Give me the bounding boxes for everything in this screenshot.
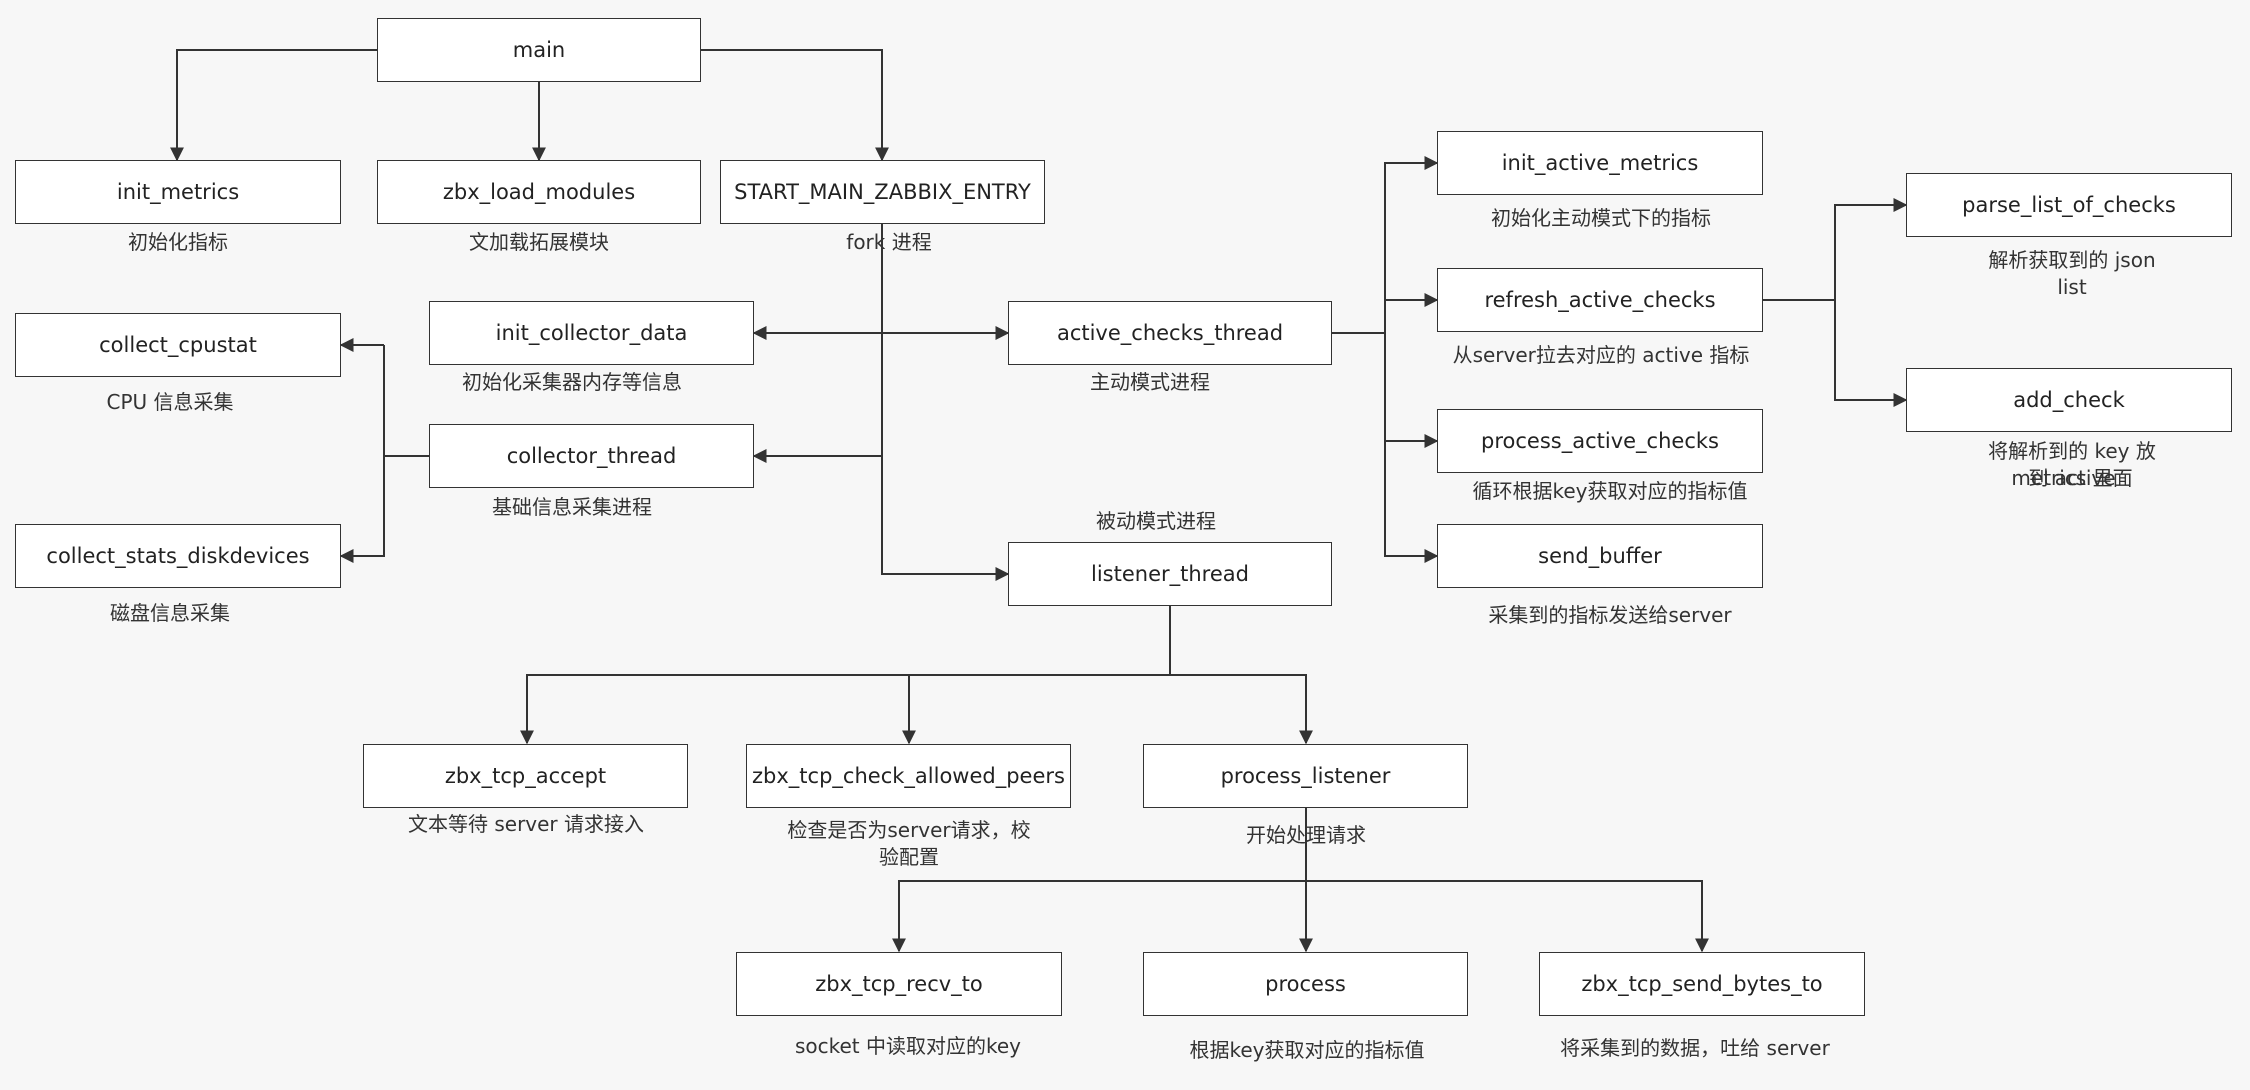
node-collect-stats-diskdevices: collect_stats_diskdevices <box>15 524 341 588</box>
edge-main-init-metrics <box>170 49 377 162</box>
caption-process-listener: 开始处理请求 <box>1246 823 1366 847</box>
edge-listener-process <box>1170 674 1313 745</box>
caption-start-main: fork 进程 <box>846 230 932 254</box>
node-refresh-active-checks: refresh_active_checks <box>1437 268 1763 332</box>
caption-zbx-tcp-recv-to: socket 中读取对应的key <box>794 1034 1022 1058</box>
node-init-metrics: init_metrics <box>15 160 341 224</box>
edge-collector-trunk <box>383 345 429 457</box>
node-process: process <box>1143 952 1468 1016</box>
node-parse-list-of-checks: parse_list_of_checks <box>1906 173 2232 237</box>
edge-active-trunk <box>1332 156 1439 334</box>
edge-fork-trunk <box>881 224 1010 581</box>
edge-plistener-recv <box>892 880 1306 953</box>
edge-plistener-send <box>1306 880 1709 953</box>
edge-main-start-main <box>701 49 889 162</box>
node-process-listener: process_listener <box>1143 744 1468 808</box>
caption-refresh-active-checks: 从server拉去对应的 active 指标 <box>1452 343 1750 367</box>
node-start-main-zabbix-entry: START_MAIN_ZABBIX_ENTRY <box>720 160 1045 224</box>
caption-add-check-line1: 将解析到的 key 放到 active <box>1988 439 2156 490</box>
caption-process: 根据key获取对应的指标值 <box>1189 1038 1425 1062</box>
caption-check-allowed-peers-line1: 检查是否为server请求，校 <box>787 818 1031 842</box>
caption-listener-thread: 被动模式进程 <box>1096 509 1216 533</box>
edge-refresh-trunk <box>1763 198 1908 301</box>
caption-collect-cpustat: CPU 信息采集 <box>106 390 234 414</box>
node-active-checks-thread: active_checks_thread <box>1008 301 1332 365</box>
caption-init-active-metrics: 初始化主动模式下的指标 <box>1491 206 1711 230</box>
node-init-collector-data: init_collector_data <box>429 301 754 365</box>
edge-listener-trunk <box>520 606 1171 745</box>
caption-zbx-load-modules: 文加载拓展模块 <box>469 230 609 254</box>
caption-add-check-line2: metrics 里面 <box>2011 466 2133 490</box>
node-zbx-tcp-recv-to: zbx_tcp_recv_to <box>736 952 1062 1016</box>
node-send-buffer: send_buffer <box>1437 524 1763 588</box>
node-process-active-checks: process_active_checks <box>1437 409 1763 473</box>
node-collect-cpustat: collect_cpustat <box>15 313 341 377</box>
caption-send-buffer: 采集到的指标发送给server <box>1488 603 1732 627</box>
node-init-active-metrics: init_active_metrics <box>1437 131 1763 195</box>
caption-collect-stats-diskdevices: 磁盘信息采集 <box>110 601 230 625</box>
edge-active-process <box>1384 333 1439 448</box>
edge-active-send <box>1384 441 1439 563</box>
caption-zbx-tcp-accept: 文本等待 server 请求接入 <box>407 812 645 836</box>
node-zbx-tcp-check-allowed-peers: zbx_tcp_check_allowed_peers <box>746 744 1071 808</box>
caption-process-active-checks: 循环根据key获取对应的指标值 <box>1472 479 1748 503</box>
node-zbx-tcp-accept: zbx_tcp_accept <box>363 744 688 808</box>
caption-parse-list-of-checks: 解析获取到的 json list <box>1988 248 2156 299</box>
node-zbx-tcp-send-bytes-to: zbx_tcp_send_bytes_to <box>1539 952 1865 1016</box>
caption-check-allowed-peers-line2: 验配置 <box>879 845 939 869</box>
node-main: main <box>377 18 701 82</box>
caption-collector-thread: 基础信息采集进程 <box>492 495 652 519</box>
edge-refresh-add <box>1834 300 1908 407</box>
edge-collector-disk <box>339 456 385 563</box>
caption-init-collector-data: 初始化采集器内存等信息 <box>462 370 682 394</box>
node-zbx-load-modules: zbx_load_modules <box>377 160 701 224</box>
node-collector-thread: collector_thread <box>429 424 754 488</box>
node-add-check: add_check <box>1906 368 2232 432</box>
caption-active-checks-thread: 主动模式进程 <box>1090 370 1210 394</box>
caption-zbx-tcp-send-bytes-to: 将采集到的数据，吐给 server <box>1560 1036 1830 1060</box>
caption-init-metrics: 初始化指标 <box>128 230 228 254</box>
node-listener-thread: listener_thread <box>1008 542 1332 606</box>
